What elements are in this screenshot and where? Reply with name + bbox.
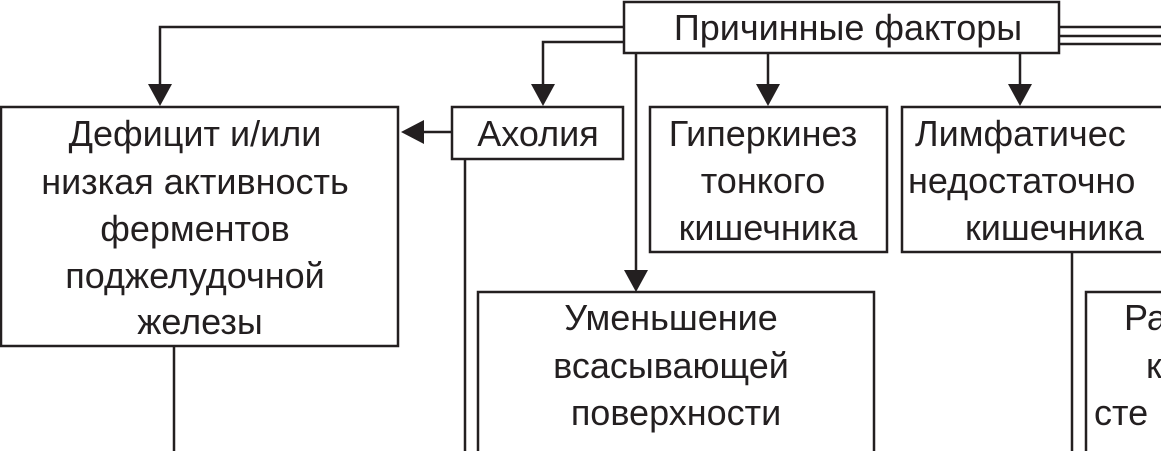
hyperkinesis-box-text: Гиперкинез тонкого кишечника: [669, 113, 868, 248]
deficit-box: Дефицит и/или низкая активность ферменто…: [0, 105, 400, 348]
arrowhead-reduction: [624, 270, 648, 292]
arrowhead-acholia-to-deficit: [401, 120, 424, 144]
lymphatic-box: Лимфатичес недостаточно кишечника: [900, 105, 1161, 254]
deficit-box-text: Дефицит и/или низкая активность ферменто…: [41, 113, 359, 342]
connector-root-to-acholia: [541, 40, 624, 88]
arrowhead-hyperkinesis: [756, 84, 780, 106]
root-box: Причинные факторы: [622, 0, 1061, 55]
acholia-box: Ахолия: [450, 105, 625, 161]
reduction-box: Уменьшение всасывающей поверхности: [476, 290, 876, 451]
arrowhead-lymphatic: [1008, 84, 1032, 106]
connector-root-to-deficit: [158, 25, 624, 88]
root-box-text: Причинные факторы: [674, 7, 1022, 48]
acholia-box-text: Ахолия: [477, 113, 598, 154]
arrowheads: [148, 84, 1032, 292]
arrowhead-deficit: [148, 84, 172, 106]
reduction-box-text: Уменьшение всасывающей поверхности: [553, 297, 799, 433]
arrowhead-acholia: [531, 84, 555, 106]
hyperkinesis-box: Гиперкинез тонкого кишечника: [648, 105, 889, 254]
right-partial-box: Ра к сте: [1084, 290, 1161, 451]
lymphatic-box-text: Лимфатичес недостаточно кишечника: [908, 113, 1145, 248]
connectors: [158, 25, 1161, 451]
right-partial-box-text: Ра к сте: [1094, 297, 1161, 433]
